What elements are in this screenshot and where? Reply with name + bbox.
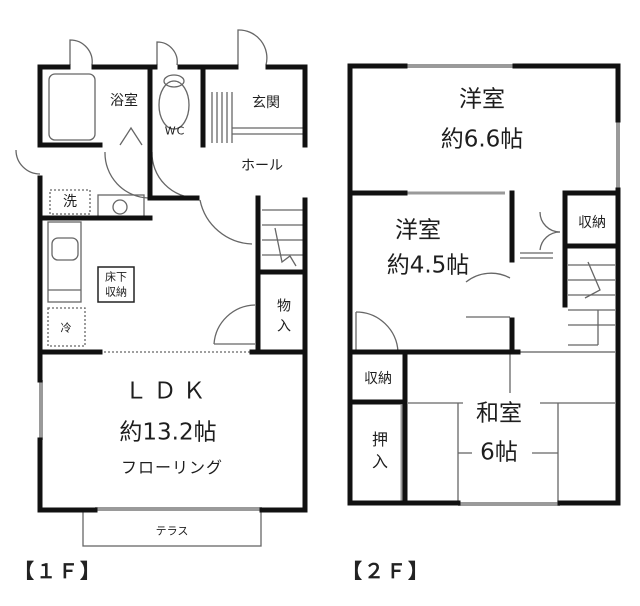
room-label-hall: ホール	[241, 158, 283, 174]
room-size-western-2: 約4.5帖	[386, 252, 470, 279]
room-label-entrance: 玄関	[252, 95, 280, 111]
room-label-wc: WC	[164, 124, 186, 138]
room-label-underfloor-storage-2: 収納	[105, 285, 127, 299]
room-label-underfloor-storage-1: 床下	[105, 270, 127, 284]
room-size-japanese: 6帖	[480, 439, 518, 466]
room-label-oshiire: 押入	[369, 431, 388, 475]
room-size-western-1: 約6.6帖	[440, 126, 524, 153]
room-label-bath: 浴室	[110, 93, 138, 109]
room-label-storage: 物入	[275, 298, 291, 338]
room-size-ldk: 約13.2帖	[119, 419, 217, 446]
room-label-terrace: テラス	[155, 524, 189, 538]
floor-label-1f: 【１Ｆ】	[14, 559, 102, 583]
room-label-closet-right: 収納	[578, 215, 606, 231]
room-label-fridge: 冷	[60, 321, 72, 335]
room-label-closet-left: 収納	[364, 371, 392, 387]
room-label-japanese: 和室	[476, 400, 522, 427]
room-label-ldk: ＬＤＫ	[124, 378, 212, 405]
floor-label-2f: 【２Ｆ】	[342, 559, 430, 583]
room-label-western-1: 洋室	[459, 86, 505, 113]
room-label-washer: 洗	[63, 194, 77, 210]
room-label-western-2: 洋室	[395, 217, 441, 244]
room-flooring-ldk: フローリング	[120, 458, 224, 477]
